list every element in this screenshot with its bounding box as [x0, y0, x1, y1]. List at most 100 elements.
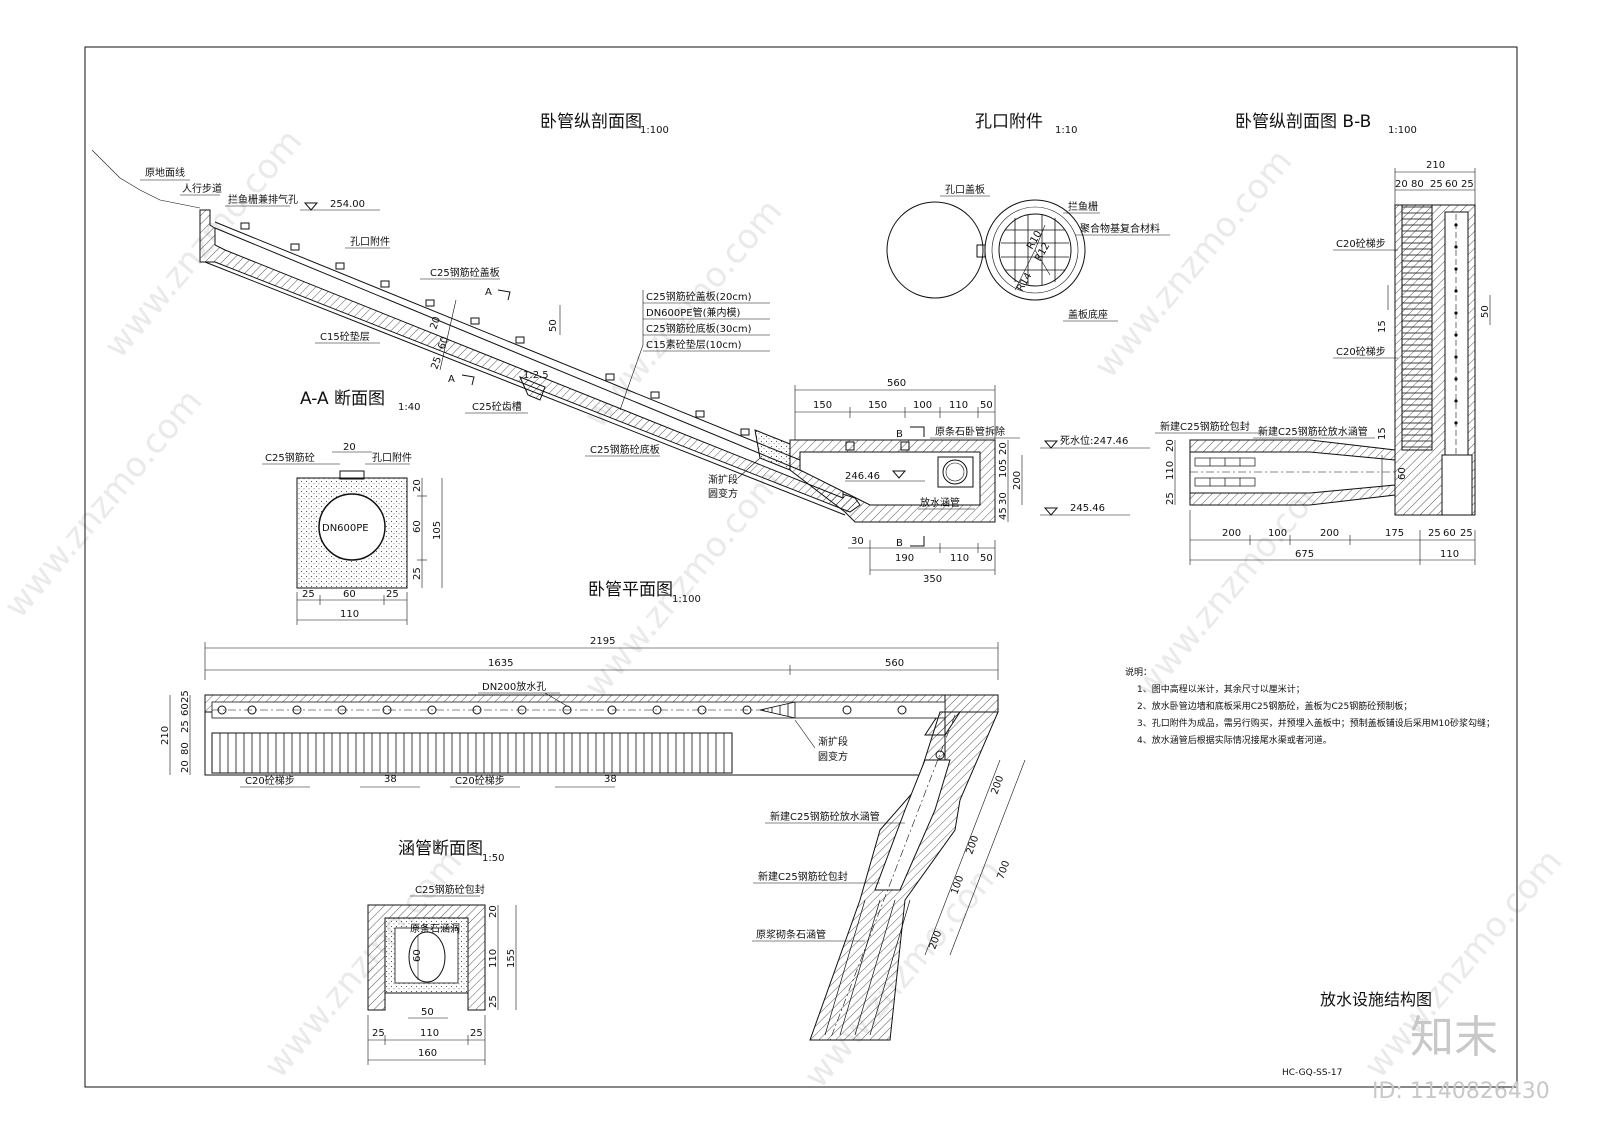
dim-top-seg: 150: [813, 400, 832, 411]
elevation-marker: [303, 202, 319, 211]
label-orifice: 孔口附件: [350, 235, 390, 248]
aa-cover-label: C25钢筋砼: [265, 451, 315, 464]
bb-pipe: [1189, 451, 1396, 494]
section-mark-a: A: [485, 287, 492, 298]
plan-ladder: [211, 732, 733, 774]
bb-bot-seg: 200: [1222, 528, 1241, 539]
label-cushion: C15砼垫层: [320, 330, 370, 343]
bb-top-seg: 25: [1461, 179, 1474, 190]
aa-right-v: 20: [412, 479, 423, 492]
layer-item: DN600PE管(兼内模): [646, 306, 741, 319]
orifice-marks: [240, 222, 750, 436]
bb-left-v: 20: [1165, 439, 1176, 452]
dim-top-seg: 100: [913, 400, 932, 411]
layer-callout: C25钢筋砼盖板(20cm) DN600PE管(兼内模) C25钢筋砼底板(30…: [619, 290, 770, 411]
plan-diag: 200: [989, 774, 1006, 796]
culvert-right-v: 110: [488, 949, 499, 968]
section-aa-scale: 1:40: [398, 402, 420, 413]
plan-old-pipe: [824, 899, 911, 1036]
plan-step-b: 38: [604, 774, 617, 785]
plan-trans-2: 圆变方: [818, 750, 848, 763]
notes-heading: 说明：: [1125, 666, 1152, 678]
orifice-base: [984, 199, 1086, 301]
bb-ladder: [1401, 204, 1433, 451]
orifice-grill: [998, 213, 1072, 287]
brand-logo: 知末: [1410, 1012, 1498, 1063]
plan-step-a: 38: [384, 774, 397, 785]
bb-bot-total: 675: [1295, 549, 1314, 560]
plan-trans-1: 渐扩段: [818, 735, 848, 748]
label-slope: 1:2.5: [523, 370, 549, 381]
label-transition-1: 渐扩段: [708, 473, 738, 486]
label-cover: C25钢筋砼盖板: [430, 266, 500, 279]
bb-right-50: 50: [1480, 305, 1491, 318]
aa-right-v: 60: [412, 520, 423, 533]
dim-slope-v: 60: [436, 335, 451, 351]
culvert-right-v: 20: [488, 905, 499, 918]
label-plate: 孔口盖板: [945, 183, 985, 196]
note-item: 2、放水卧管边墙和底板采用C25钢筋砼，盖板为C25钢筋砼预制板；: [1137, 700, 1412, 712]
layer-item: C15素砼垫层(10cm): [646, 338, 742, 351]
aa-pipe: [318, 493, 386, 561]
plan-view: 卧管平面图 1:100 2195 1635 560 DN200放水孔 C20砼梯…: [160, 580, 1026, 1041]
dim-bot-seg: 110: [950, 553, 969, 564]
drawing-number: HC-GQ-SS-17: [1282, 1068, 1342, 1078]
elev-pool: 246.46: [845, 471, 880, 482]
label-walkway: 人行步道: [182, 182, 222, 195]
sheet-border: [84, 46, 1518, 1088]
bb-bot-seg: 25: [1428, 528, 1441, 539]
bb-bot-seg: 60: [1443, 528, 1456, 539]
bb-ladder-label-1: C20砼梯步: [1336, 237, 1386, 250]
bb-ladder-label-2: C20砼梯步: [1336, 345, 1386, 358]
dim-right-v: 200: [1012, 471, 1023, 490]
aa-orifice-label: 孔口附件: [372, 451, 412, 464]
long-section-scale: 1:100: [640, 125, 669, 136]
orifice-view: 孔口附件 1:10 孔口盖板 拦鱼栅 聚合物基复合材料 盖板底座 R10 R12…: [886, 112, 1170, 322]
aa-bot-seg: 25: [302, 589, 315, 600]
culvert-bot-seg: 25: [372, 1028, 385, 1039]
bb-bot-seg: 200: [1320, 528, 1339, 539]
aa-bot-seg: 25: [386, 589, 399, 600]
tooth-groove: [519, 376, 546, 401]
long-section-title: 卧管纵剖面图: [540, 112, 642, 132]
bb-bot-right: 110: [1440, 549, 1459, 560]
bb-left-v: 25: [1165, 492, 1176, 505]
culvert-encase-label: C25钢筋砼包封: [415, 883, 485, 896]
aa-bot-seg: 60: [343, 589, 356, 600]
ground-line: [91, 149, 201, 209]
bb-top-seg: 20: [1395, 179, 1408, 190]
label-ground: 原地面线: [145, 166, 185, 179]
watermark: www.znzmo.com: [1086, 142, 1300, 386]
orifice-plate: [886, 201, 984, 299]
bb-top-total: 210: [1426, 160, 1445, 171]
bb-encase-label: 新建C25钢筋砼包封: [1160, 420, 1250, 433]
dim-slope-v: 25: [429, 355, 444, 371]
plan-left: 1635: [488, 658, 513, 669]
plan-total: 2195: [590, 636, 615, 647]
label-bottom: C25钢筋砼底板: [590, 443, 660, 456]
label-base: 盖板底座: [1068, 308, 1108, 321]
culvert-old-label: 原条石涵洞: [410, 922, 460, 935]
note-item: 4、放水涵管后根据实际情况接尾水渠或者河道。: [1137, 734, 1332, 746]
bb-top-seg: 25: [1430, 179, 1443, 190]
dim-right-v: 20: [998, 442, 1009, 455]
label-composite: 聚合物基复合材料: [1080, 222, 1160, 235]
elev-top: 254.00: [330, 199, 365, 210]
plan-left-v: 25: [180, 720, 191, 733]
dim-top-seg: 50: [980, 400, 993, 411]
plan-hole-label: DN200放水孔: [482, 680, 546, 693]
section-bb-scale: 1:100: [1388, 125, 1417, 136]
id-text: ID: 1140826430: [1372, 1079, 1550, 1104]
aa-pipe-label: DN600PE: [322, 523, 369, 534]
bb-mid-15a: 15: [1377, 320, 1388, 333]
plan-left-v: 80: [180, 742, 191, 755]
bb-bot-seg: 25: [1460, 528, 1473, 539]
culvert-bot-total: 160: [418, 1048, 437, 1059]
bb-bot-seg: 100: [1268, 528, 1287, 539]
culvert-view: 涵管断面图 1:50 C25钢筋砼包封 原条石涵洞 60 50 20 110 2…: [367, 839, 517, 1065]
dim-right-v: 45: [998, 507, 1009, 520]
section-bb-title: 卧管纵剖面图 B-B: [1235, 112, 1371, 132]
plan-ladder-b: C20砼梯步: [455, 774, 505, 787]
dim-right-v: 105: [998, 459, 1009, 478]
